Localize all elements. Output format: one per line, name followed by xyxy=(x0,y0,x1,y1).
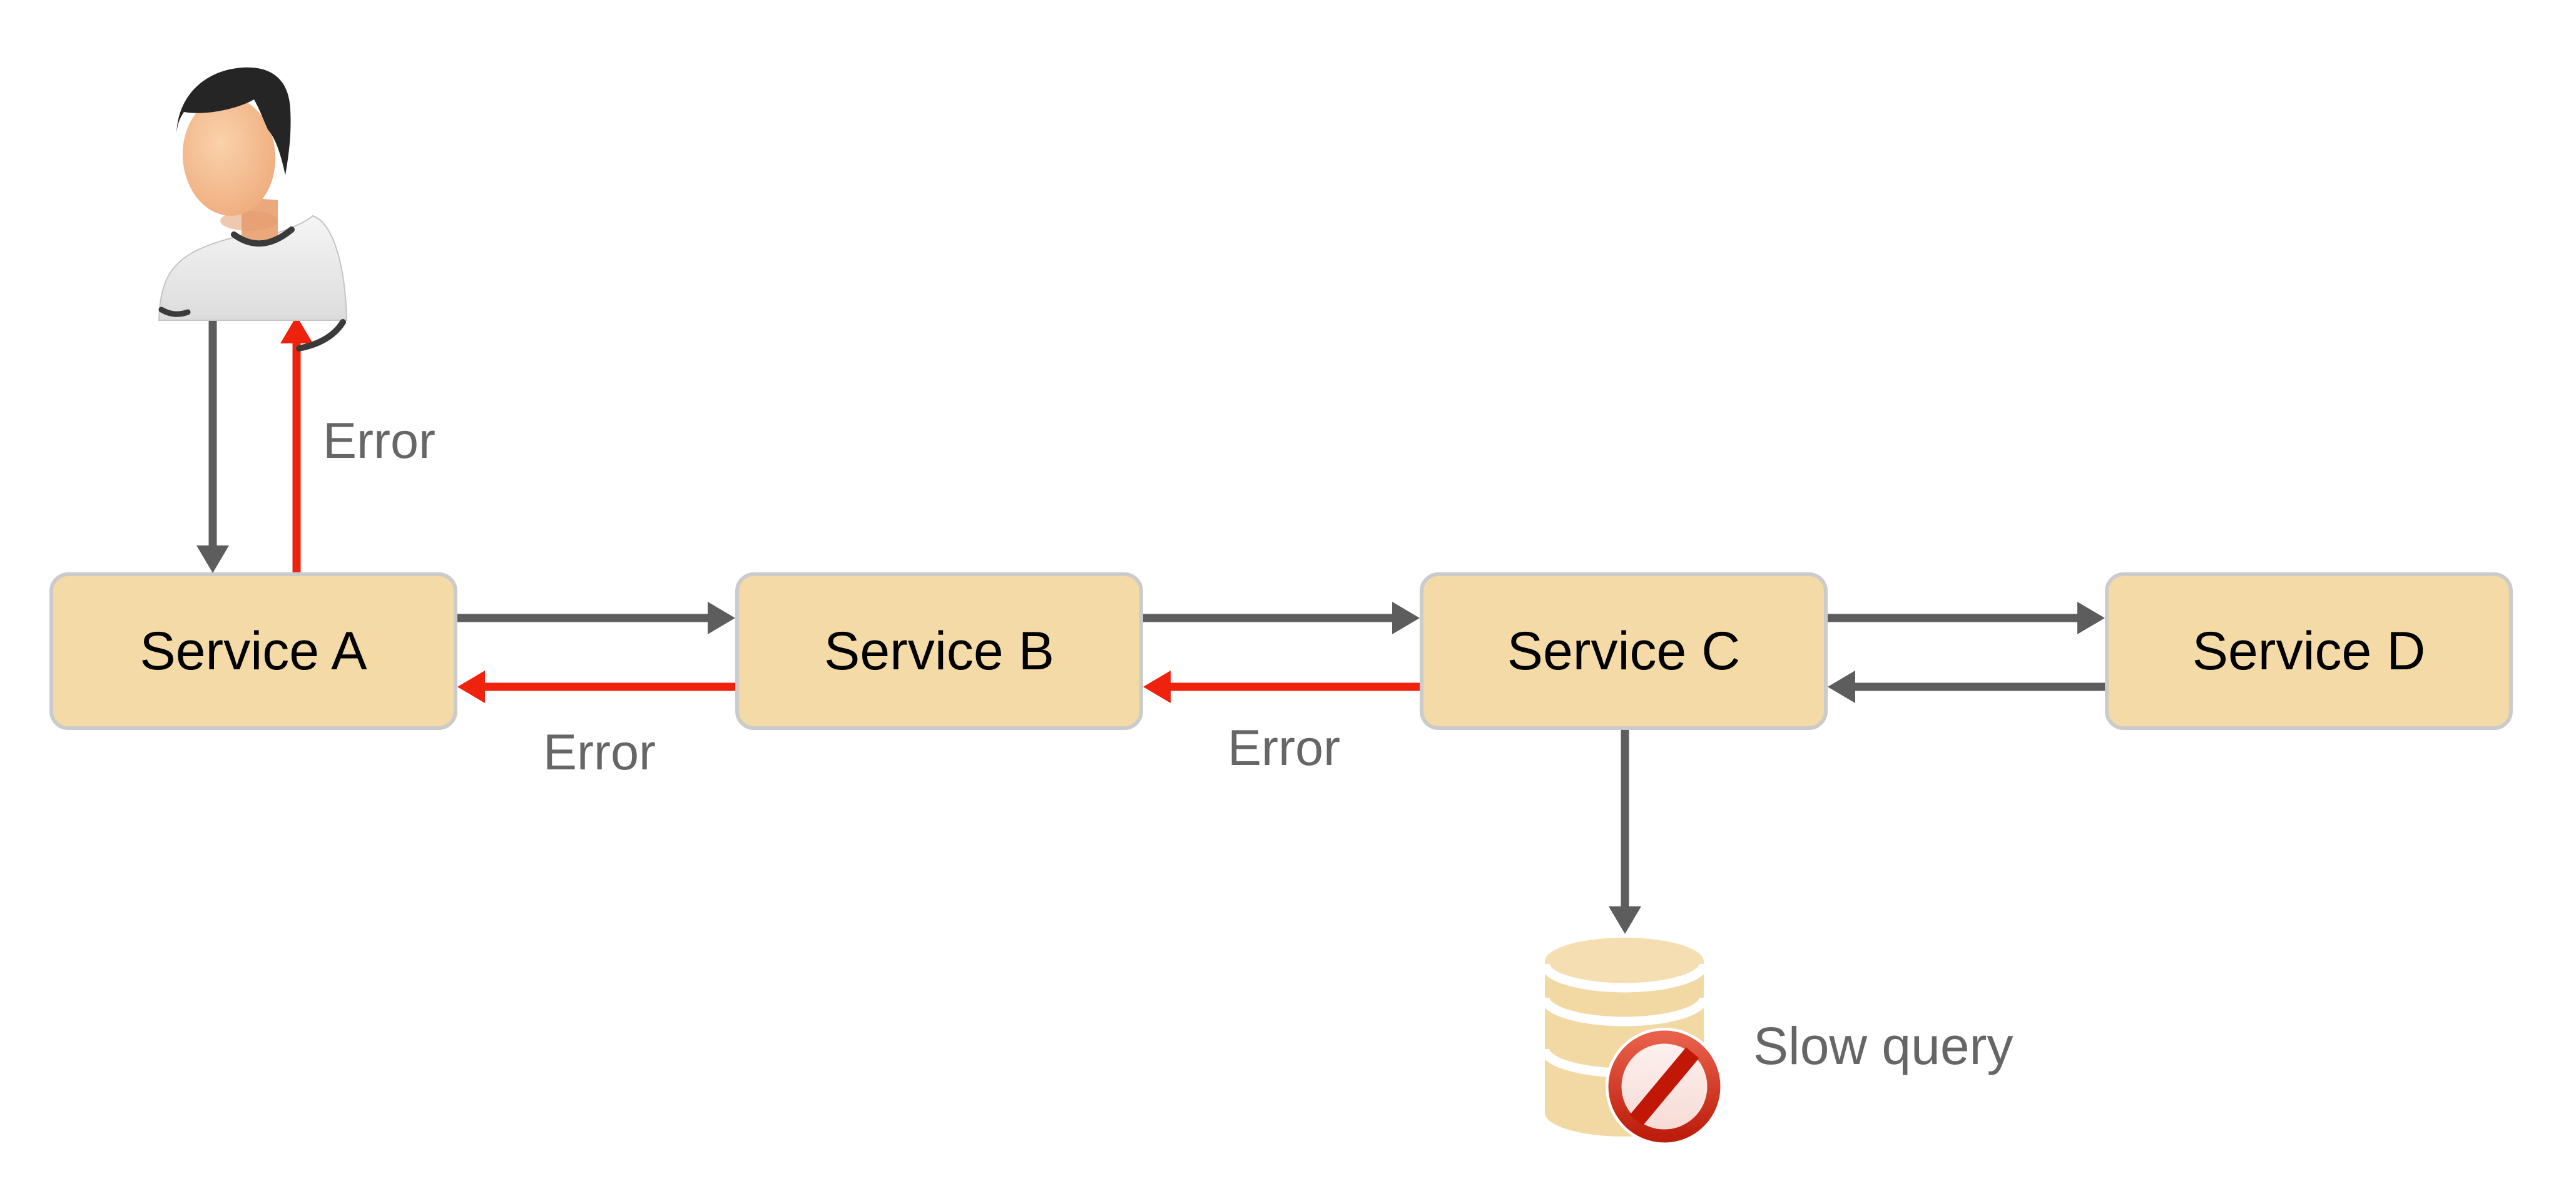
arrow-user-to-service-a xyxy=(196,316,229,573)
error-label-b-to-a: Error xyxy=(543,724,656,781)
arrow-service-b-to-service-c xyxy=(1143,602,1420,634)
service-d-node: Service D xyxy=(2105,572,2513,730)
service-a-node: Service A xyxy=(49,572,457,730)
arrow-service-d-to-service-c xyxy=(1828,671,2105,703)
error-label-c-to-b: Error xyxy=(1228,720,1340,776)
service-a-label: Service A xyxy=(140,621,367,681)
user-icon xyxy=(158,67,348,352)
arrow-service-b-to-service-a-error xyxy=(457,671,735,703)
slow-query-label: Slow query xyxy=(1753,1016,2013,1075)
error-label-a-to-user: Error xyxy=(323,413,435,469)
arrow-service-c-to-service-d xyxy=(1828,602,2105,634)
no-entry-icon xyxy=(1606,1028,1723,1145)
service-d-label: Service D xyxy=(2192,621,2426,681)
arrow-service-c-to-database xyxy=(1609,730,1641,934)
service-b-node: Service B xyxy=(735,572,1143,730)
arrow-service-a-to-service-b xyxy=(457,602,735,634)
service-c-label: Service C xyxy=(1507,621,1741,681)
database-icon xyxy=(1540,938,1709,1137)
service-b-label: Service B xyxy=(823,621,1055,681)
arrow-service-a-to-user-error xyxy=(280,316,313,572)
arrow-service-c-to-service-b-error xyxy=(1143,671,1420,703)
service-c-node: Service C xyxy=(1420,572,1828,730)
